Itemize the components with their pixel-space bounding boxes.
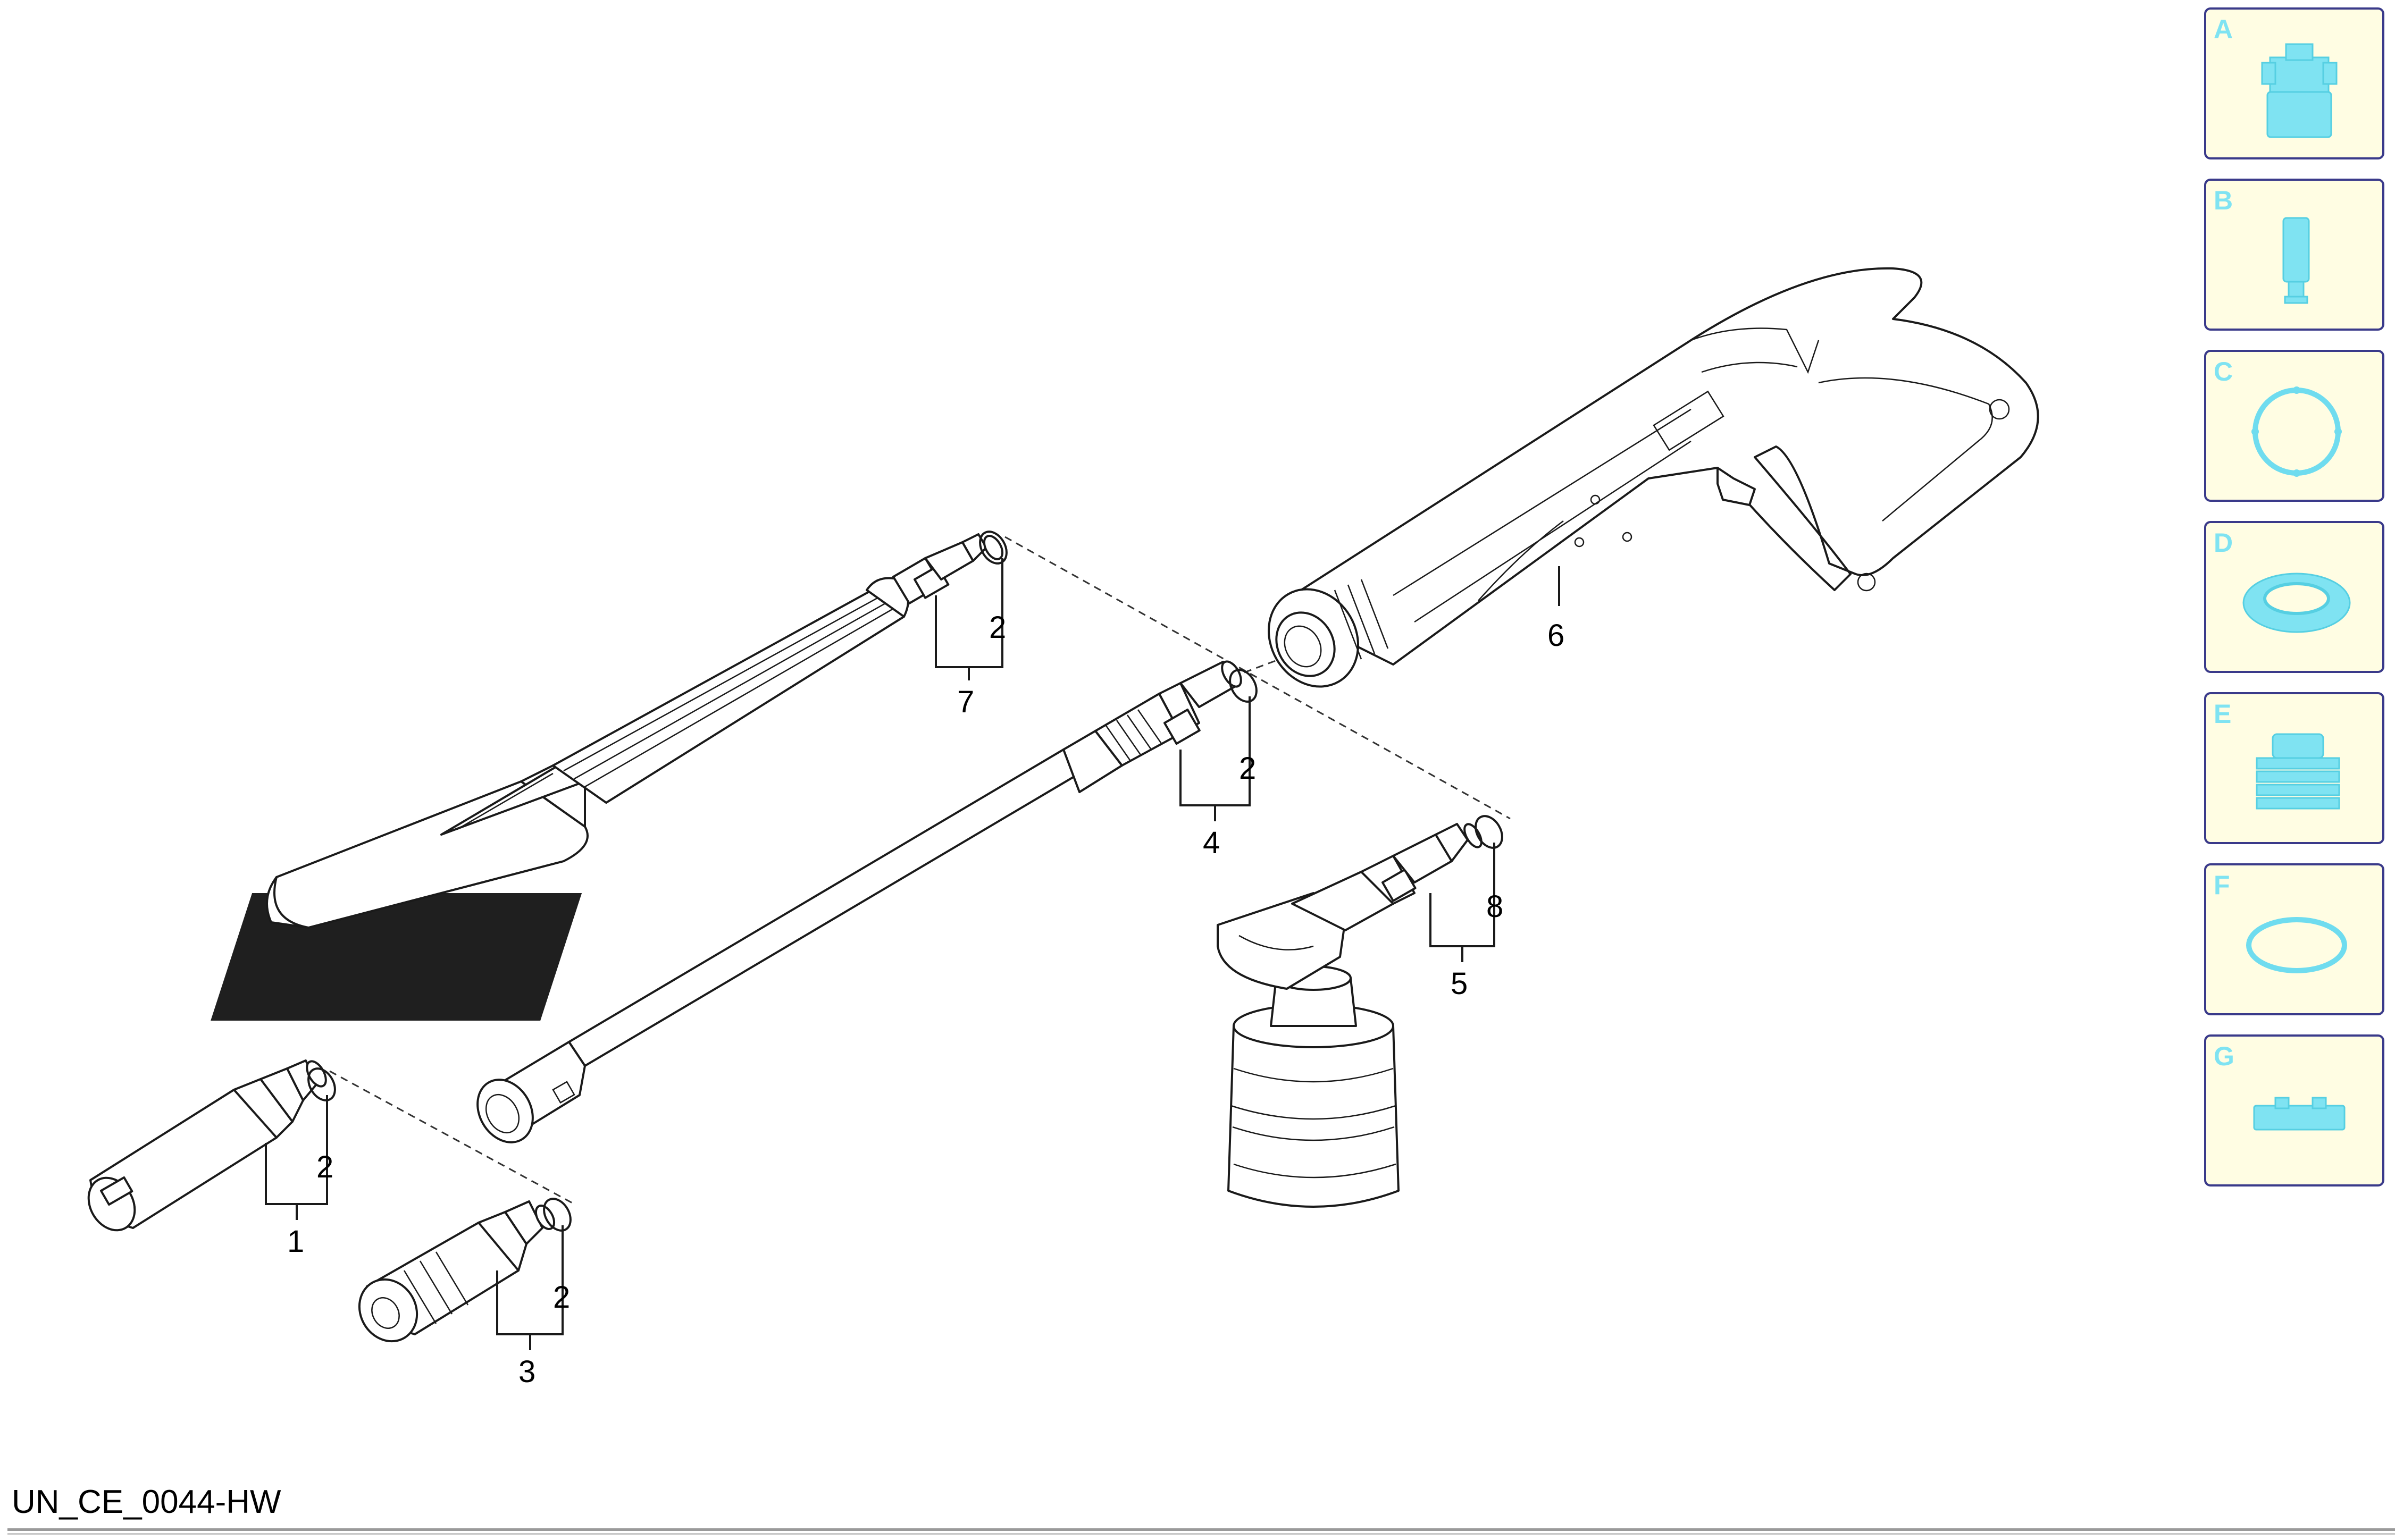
callout-leaders [265,558,1560,1350]
callout-2-brush: 2 [989,610,1006,645]
ring-icon [2251,386,2342,477]
part-3-rotary-nozzle [358,1200,556,1343]
o-ring-3 [543,1198,572,1232]
part-6-spray-gun-handle [1267,267,2039,688]
seal-icon [2242,573,2351,633]
pin-icon [2282,217,2310,304]
bottom-divider [7,1528,2395,1531]
callout-2-lance: 2 [1239,751,1256,786]
drawing-code-label: UN_CE_0044-HW [12,1484,281,1520]
detail-tile-a[interactable]: A [2204,7,2384,159]
detail-tile-e[interactable]: E [2204,692,2384,844]
tile-letter: G [2214,1041,2234,1071]
callout-numbers: 6 2 7 2 4 8 5 2 1 2 3 [287,610,1564,1389]
connector-icon [2261,43,2338,138]
tile-letter: E [2214,699,2232,729]
o-ring-5 [1475,815,1503,849]
tile-letter: A [2214,14,2233,44]
clip-icon [2253,1097,2346,1131]
detail-tile-c[interactable]: C [2204,350,2384,502]
bottom-divider-secondary [7,1533,2395,1535]
part-5-foam-bottle [1217,823,1483,1208]
part-4-spray-lance [476,660,1242,1143]
callout-5: 5 [1451,966,1468,1001]
o-ring-icon [2246,917,2347,973]
threaded-sleeve-icon [2256,733,2340,810]
callout-6: 6 [1547,618,1564,653]
callout-4: 4 [1203,826,1220,860]
o-ring-1 [307,1067,336,1101]
detail-tile-b[interactable]: B [2204,179,2384,331]
o-ring-4 [1229,669,1258,703]
callout-7: 7 [957,685,974,719]
callout-2-rotary: 2 [553,1280,570,1315]
part-1-vario-nozzle [87,1059,327,1232]
callout-3: 3 [518,1354,535,1389]
brush-bristles [211,893,582,1021]
detail-tile-g[interactable]: G [2204,1034,2384,1186]
tile-letter: F [2214,870,2230,900]
tile-letter: B [2214,186,2233,215]
detail-tile-d[interactable]: D [2204,521,2384,673]
detail-tile-f[interactable]: F [2204,863,2384,1015]
callout-2-vario: 2 [316,1150,333,1184]
callout-8: 8 [1486,889,1503,924]
tile-letter: D [2214,528,2233,558]
assembly-guide-lines [329,536,1511,1205]
tile-letter: C [2214,357,2233,386]
part-7-washing-brush [211,533,1004,1021]
callout-1: 1 [287,1224,304,1259]
